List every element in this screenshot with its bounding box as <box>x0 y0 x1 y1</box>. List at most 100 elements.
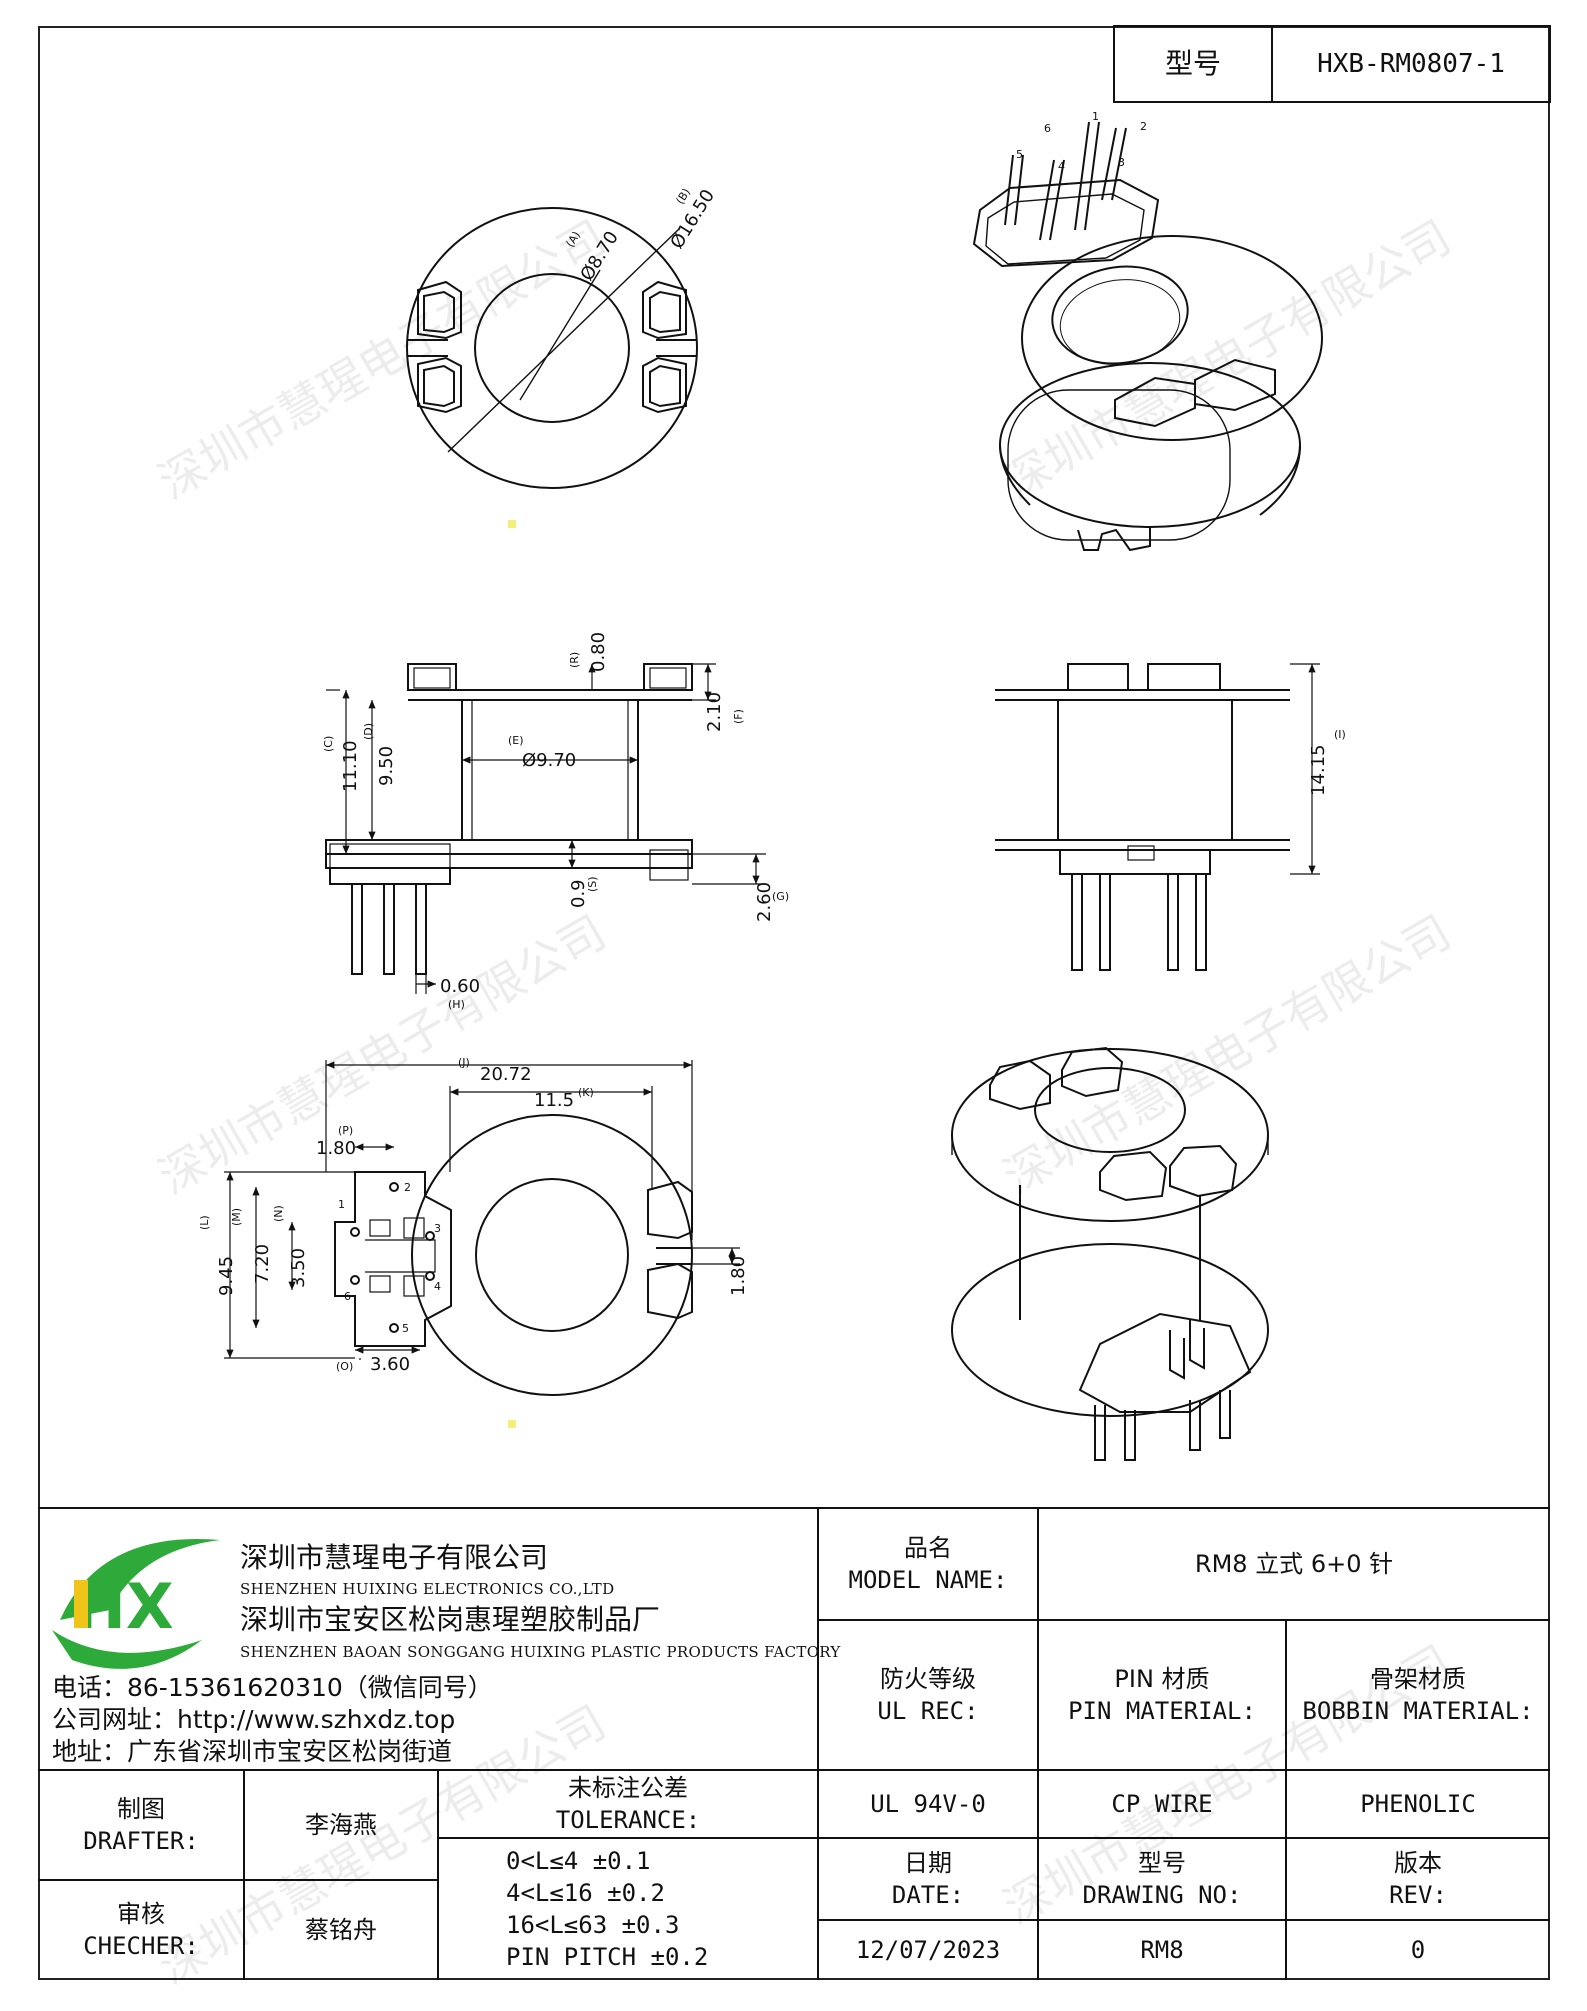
svg-text:(A): (A) <box>564 229 584 250</box>
pin-material-cn: PIN 材质 <box>1114 1665 1210 1693</box>
svg-text:(F): (F) <box>732 709 745 724</box>
marker-dot <box>508 1420 516 1428</box>
company-phone: 电话：86-15361620310（微信同号） <box>52 1673 493 1702</box>
ul-rec-en: UL REC: <box>877 1697 979 1725</box>
bobbin-material-cn: 骨架材质 <box>1370 1665 1466 1693</box>
pin-material-en: PIN MATERIAL: <box>1068 1697 1256 1725</box>
checker-cn: 审核 <box>117 1900 165 1928</box>
svg-text:4: 4 <box>434 1280 441 1293</box>
svg-text:3.50: 3.50 <box>288 1248 309 1288</box>
model-name-label: 品名 MODEL NAME: <box>818 1508 1038 1620</box>
drawing-no-en: DRAWING NO: <box>1082 1881 1242 1909</box>
svg-text:7.20: 7.20 <box>252 1244 273 1284</box>
svg-text:2: 2 <box>1140 120 1147 133</box>
svg-text:(O): (O) <box>336 1360 353 1373</box>
svg-text:(C): (C) <box>322 736 335 752</box>
svg-text:5: 5 <box>1016 148 1023 161</box>
rev-cn: 版本 <box>1394 1849 1442 1877</box>
drafter-name: 李海燕 <box>305 1811 377 1839</box>
top-view <box>406 207 698 489</box>
pin-material-label: PIN 材质 PIN MATERIAL: <box>1038 1620 1286 1770</box>
model-name-value: RM8 立式 6+0 针 <box>1194 1550 1394 1578</box>
company-name-cn: 深圳市慧瑆电子有限公司 <box>240 1541 549 1574</box>
ul-value: UL 94V-0 <box>870 1790 986 1818</box>
svg-text:1: 1 <box>1092 110 1099 123</box>
pin-material-value: CP WIRE <box>1111 1790 1213 1818</box>
rev-en: REV: <box>1389 1881 1447 1909</box>
svg-text:6: 6 <box>344 1290 351 1303</box>
marker-dot <box>508 520 516 528</box>
bobbin-material-en: BOBBIN MATERIAL: <box>1302 1697 1534 1725</box>
svg-text:(N): (N) <box>272 1205 285 1222</box>
svg-text:Ø8.70: Ø8.70 <box>576 228 623 285</box>
svg-text:0.60: 0.60 <box>440 976 480 997</box>
date-cn: 日期 <box>904 1849 952 1877</box>
title-block-grid <box>38 1507 1550 1980</box>
iso-view-bottom <box>951 1046 1269 1461</box>
svg-text:Ø16.50: Ø16.50 <box>666 186 719 253</box>
rev-value: 0 <box>1410 1936 1426 1964</box>
svg-text:2.10: 2.10 <box>704 692 725 732</box>
bobbin-material-label: 骨架材质 BOBBIN MATERIAL: <box>1286 1620 1550 1770</box>
drafter-label: 制图 DRAFTER: <box>38 1770 244 1880</box>
date-en: DATE: <box>891 1881 965 1909</box>
svg-text:3: 3 <box>1118 156 1125 169</box>
svg-text:5: 5 <box>402 1322 409 1335</box>
bobbin-material-value: PHENOLIC <box>1360 1790 1476 1818</box>
svg-text:(R): (R) <box>568 652 581 668</box>
checker-label: 审核 CHECHER: <box>38 1880 244 1980</box>
svg-text:9.50: 9.50 <box>376 746 397 786</box>
tolerance-line: 0<L≤4 ±0.1 <box>506 1847 651 1875</box>
drawing-no-cn: 型号 <box>1138 1849 1186 1877</box>
svg-text:9.45: 9.45 <box>216 1256 237 1296</box>
svg-text:20.72: 20.72 <box>480 1064 532 1085</box>
drawing-no-value: RM8 <box>1140 1936 1184 1964</box>
factory-name-cn: 深圳市宝安区松岗惠瑆塑胶制品厂 <box>240 1603 661 1636</box>
svg-text:4: 4 <box>1058 160 1065 173</box>
model-name-en: MODEL NAME: <box>848 1566 1008 1594</box>
svg-text:(L): (L) <box>198 1215 211 1230</box>
date-label: 日期 DATE: <box>818 1838 1038 1920</box>
svg-text:(G): (G) <box>772 890 789 903</box>
svg-text:2.60: 2.60 <box>754 882 775 922</box>
svg-text:(K): (K) <box>578 1086 594 1099</box>
svg-text:11.5: 11.5 <box>534 1090 574 1111</box>
svg-text:3.60: 3.60 <box>370 1354 410 1375</box>
svg-text:(J): (J) <box>458 1056 470 1069</box>
svg-text:11.10: 11.10 <box>340 740 361 792</box>
drawing-sheet <box>38 26 1550 1980</box>
date-value: 12/07/2023 <box>855 1936 1001 1964</box>
ul-rec-cn: 防火等级 <box>880 1665 976 1693</box>
rev-label: 版本 REV: <box>1286 1838 1550 1920</box>
tolerance-line: 4<L≤16 ±0.2 <box>506 1879 665 1907</box>
svg-text:(M): (M) <box>230 1208 243 1226</box>
drafter-cn: 制图 <box>117 1795 165 1823</box>
svg-text:0.80: 0.80 <box>588 632 609 672</box>
svg-text:3: 3 <box>434 1222 441 1235</box>
svg-text:14.15: 14.15 <box>1308 744 1329 796</box>
tolerance-label: 未标注公差 TOLERANCE: <box>438 1770 818 1838</box>
factory-name-en: SHENZHEN BAOAN SONGGANG HUIXING PLASTIC … <box>240 1643 841 1661</box>
company-logo: HX <box>52 1539 220 1669</box>
svg-text:Ø9.70: Ø9.70 <box>522 750 576 771</box>
model-name-cn: 品名 <box>904 1534 952 1562</box>
svg-text:1.80: 1.80 <box>728 1256 749 1296</box>
svg-text:2: 2 <box>404 1181 411 1194</box>
svg-text:0.9: 0.9 <box>568 879 589 908</box>
iso-view-top <box>972 121 1323 552</box>
tolerance-en: TOLERANCE: <box>555 1806 701 1834</box>
tolerance-line: PIN PITCH ±0.2 <box>506 1943 709 1971</box>
model-value: HXB-RM0807-1 <box>1317 49 1505 79</box>
company-website: 公司网址：http://www.szhxdz.top <box>52 1705 456 1734</box>
company-name-en: SHENZHEN HUIXING ELECTRONICS CO.,LTD <box>240 1580 615 1598</box>
svg-text:1: 1 <box>338 1198 345 1211</box>
drafter-en: DRAFTER: <box>83 1827 199 1855</box>
dimension-lines <box>224 663 1320 1360</box>
svg-text:(P): (P) <box>338 1124 353 1137</box>
svg-text:(I): (I) <box>1334 728 1346 741</box>
svg-text:(E): (E) <box>508 734 524 747</box>
bottom-view <box>334 1114 693 1396</box>
svg-text:1.80: 1.80 <box>316 1138 356 1159</box>
tolerance-table: 0<L≤4 ±0.1 4<L≤16 ±0.2 16<L≤63 ±0.3 PIN … <box>438 1838 818 1980</box>
